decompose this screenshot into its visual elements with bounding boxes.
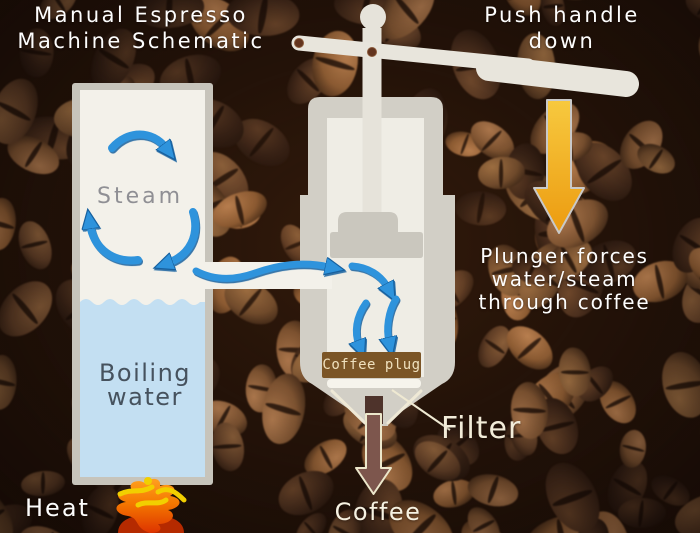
funnel-edge-right: [386, 389, 423, 425]
water-flow-arrows-icon: [192, 262, 400, 345]
heat-label: Heat: [25, 494, 90, 522]
piston-rod: [362, 28, 382, 232]
boiling-water-label: Boiling water: [85, 361, 205, 409]
page-title: Manual Espresso Machine Schematic: [6, 2, 276, 54]
coffee-plug-box: Coffee plug: [322, 352, 421, 378]
title-line-2: Machine Schematic: [17, 29, 265, 53]
flame-icon: [116, 477, 187, 533]
steam-circulation-arrows-icon: [90, 130, 200, 265]
funnel-edge-left: [330, 389, 367, 425]
push-handle-line-1: Push handle: [484, 3, 640, 27]
handle-assembly: [291, 4, 639, 97]
flow-arrow-icon: [192, 264, 330, 282]
boiling-water-fill: [80, 299, 205, 477]
pivot-pin-icon: [294, 38, 304, 48]
filter-pointer-line: [391, 389, 451, 431]
filter-strip: [327, 379, 421, 388]
plunger-line-2: water/steam: [491, 267, 638, 291]
push-handle-label: Push handle down: [462, 2, 662, 54]
boiling-water-line-2: water: [107, 383, 183, 411]
handle-grip: [476, 55, 639, 97]
pivot-pin-icon: [367, 47, 377, 57]
brown-down-arrow-icon: [355, 413, 392, 495]
flow-arrow-icon: [348, 262, 388, 288]
coffee-label: Coffee: [334, 498, 422, 526]
plunger-line-1: Plunger forces: [480, 244, 649, 268]
piston: [330, 28, 423, 258]
handle-knob: [360, 4, 386, 30]
coffee-plug-label: Coffee plug: [322, 357, 421, 373]
title-line-1: Manual Espresso: [34, 3, 248, 27]
plunger-line-3: through coffee: [478, 290, 651, 314]
piston-head: [330, 212, 423, 258]
filter-label: Filter: [441, 411, 522, 446]
flow-arrow-icon: [356, 299, 370, 345]
flow-arrow-icon: [388, 295, 400, 342]
push-handle-line-2: down: [528, 29, 596, 53]
curved-arrow-icon: [168, 208, 200, 263]
boiling-water-line-1: Boiling: [98, 359, 192, 387]
orange-down-arrow-icon: [533, 99, 585, 234]
steam-label: Steam: [97, 184, 184, 209]
curved-arrow-icon: [90, 224, 142, 265]
plunger-note-label: Plunger forces water/steam through coffe…: [462, 245, 667, 314]
boiler: [72, 83, 213, 485]
curved-arrow-icon: [108, 130, 166, 149]
